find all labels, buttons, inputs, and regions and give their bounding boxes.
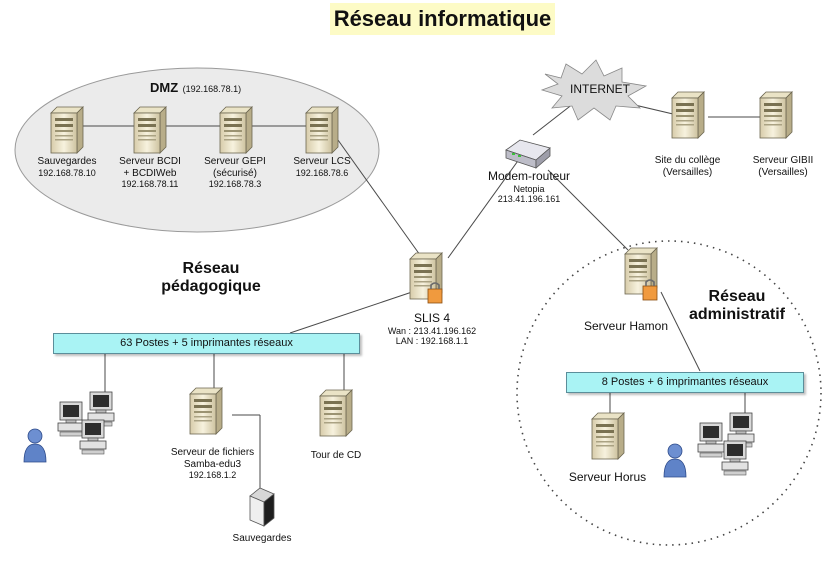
cd-tower-icon <box>319 389 353 437</box>
file-server-icon <box>189 387 223 435</box>
server-name: Serveur de fichiers <box>170 447 255 458</box>
internet-cloud-icon <box>540 59 648 121</box>
cd-tower-label: Tour de CD <box>310 450 362 461</box>
dmz-label: DMZ (192.168.78.1) <box>150 79 241 97</box>
dmz-server-bcdi-icon <box>133 106 167 154</box>
hamon-label: Serveur Hamon <box>583 319 669 333</box>
zone-line-2: administratif <box>688 306 785 324</box>
reseau-pedagogique-label: Réseau pédagogique <box>150 260 272 297</box>
server-ip: 192.168.1.2 <box>188 470 237 480</box>
dmz-zone <box>14 67 380 233</box>
dmz-server-bcdi-label: Serveur BCDI + BCDIWeb 192.168.78.11 <box>100 156 200 189</box>
dmz-server-sauvegardes-icon <box>50 106 84 154</box>
backup-drive-icon <box>249 487 275 527</box>
slis-wan: Wan : 213.41.196.162 <box>387 325 477 336</box>
internet-label: INTERNET <box>570 82 630 96</box>
dmz-server-gepi-label: Serveur GEPI (sécurisé) 192.168.78.3 <box>190 156 280 189</box>
router-ip: 213.41.196.161 <box>497 194 561 205</box>
reseau-administratif-label: Réseau administratif <box>682 288 792 325</box>
site-college-server-icon <box>671 91 705 139</box>
dmz-server-sauvegardes-label: Sauvegardes 192.168.78.10 <box>22 156 112 178</box>
router-label: Modem-routeur Netopia 213.41.196.161 <box>470 169 588 205</box>
dmz-server-gepi-icon <box>219 106 253 154</box>
server-name-2: Samba-edu3 <box>183 458 242 470</box>
slis-lan: LAN : 192.168.1.1 <box>395 336 469 347</box>
ped-network-bar: 63 Postes + 5 imprimantes réseaux <box>53 333 360 354</box>
dmz-server-lcs-icon <box>305 106 339 154</box>
server-name: Serveur LCS <box>293 156 351 167</box>
server-name: Sauvegardes <box>37 156 97 167</box>
server-sub: (Versailles) <box>758 166 808 178</box>
server-sub: (Versailles) <box>662 166 713 178</box>
server-name: Serveur BCDI <box>119 156 181 167</box>
dmz-title: DMZ <box>150 80 179 95</box>
server-ip: 192.168.78.3 <box>208 179 262 189</box>
slis-label: SLIS 4 Wan : 213.41.196.162 LAN : 192.16… <box>382 311 482 347</box>
connection-lines <box>82 97 765 500</box>
diagram-title: Réseau informatique <box>330 3 555 35</box>
admin-network-bar: 8 Postes + 6 imprimantes réseaux <box>566 372 804 393</box>
server-name: Site du collège <box>654 155 721 166</box>
server-name-2: (sécurisé) <box>213 167 257 179</box>
zone-line-1: Réseau <box>182 260 240 277</box>
router-name: Modem-routeur <box>487 169 571 183</box>
backup-drive-label: Sauvegardes <box>232 533 292 544</box>
admin-workstations-icon <box>663 412 755 478</box>
modem-router-icon <box>505 139 551 169</box>
gibii-server-icon <box>759 91 793 139</box>
zone-line-2: pédagogique <box>161 278 261 296</box>
horus-server-icon <box>591 412 625 460</box>
horus-label: Serveur Horus <box>568 470 647 484</box>
server-name: Serveur GEPI <box>204 156 266 167</box>
gibii-label: Serveur GIBII (Versailles) <box>738 155 828 178</box>
router-brand: Netopia <box>513 183 545 194</box>
zone-line-1: Réseau <box>708 288 766 305</box>
dmz-server-lcs-label: Serveur LCS 192.168.78.6 <box>277 156 367 178</box>
file-server-label: Serveur de fichiers Samba-edu3 192.168.1… <box>155 447 270 480</box>
server-ip: 192.168.78.11 <box>121 179 179 189</box>
dmz-subnet: (192.168.78.1) <box>182 84 242 94</box>
slis-name: SLIS 4 <box>413 311 451 325</box>
server-ip: 192.168.78.10 <box>38 167 96 178</box>
ped-workstations-icon <box>23 391 115 463</box>
admin-zone-boundary <box>516 240 822 546</box>
site-college-label: Site du collège (Versailles) <box>640 155 735 178</box>
server-name-2: + BCDIWeb <box>123 167 177 179</box>
server-name: Serveur GIBII <box>752 155 814 166</box>
server-ip: 192.168.78.6 <box>295 167 349 178</box>
